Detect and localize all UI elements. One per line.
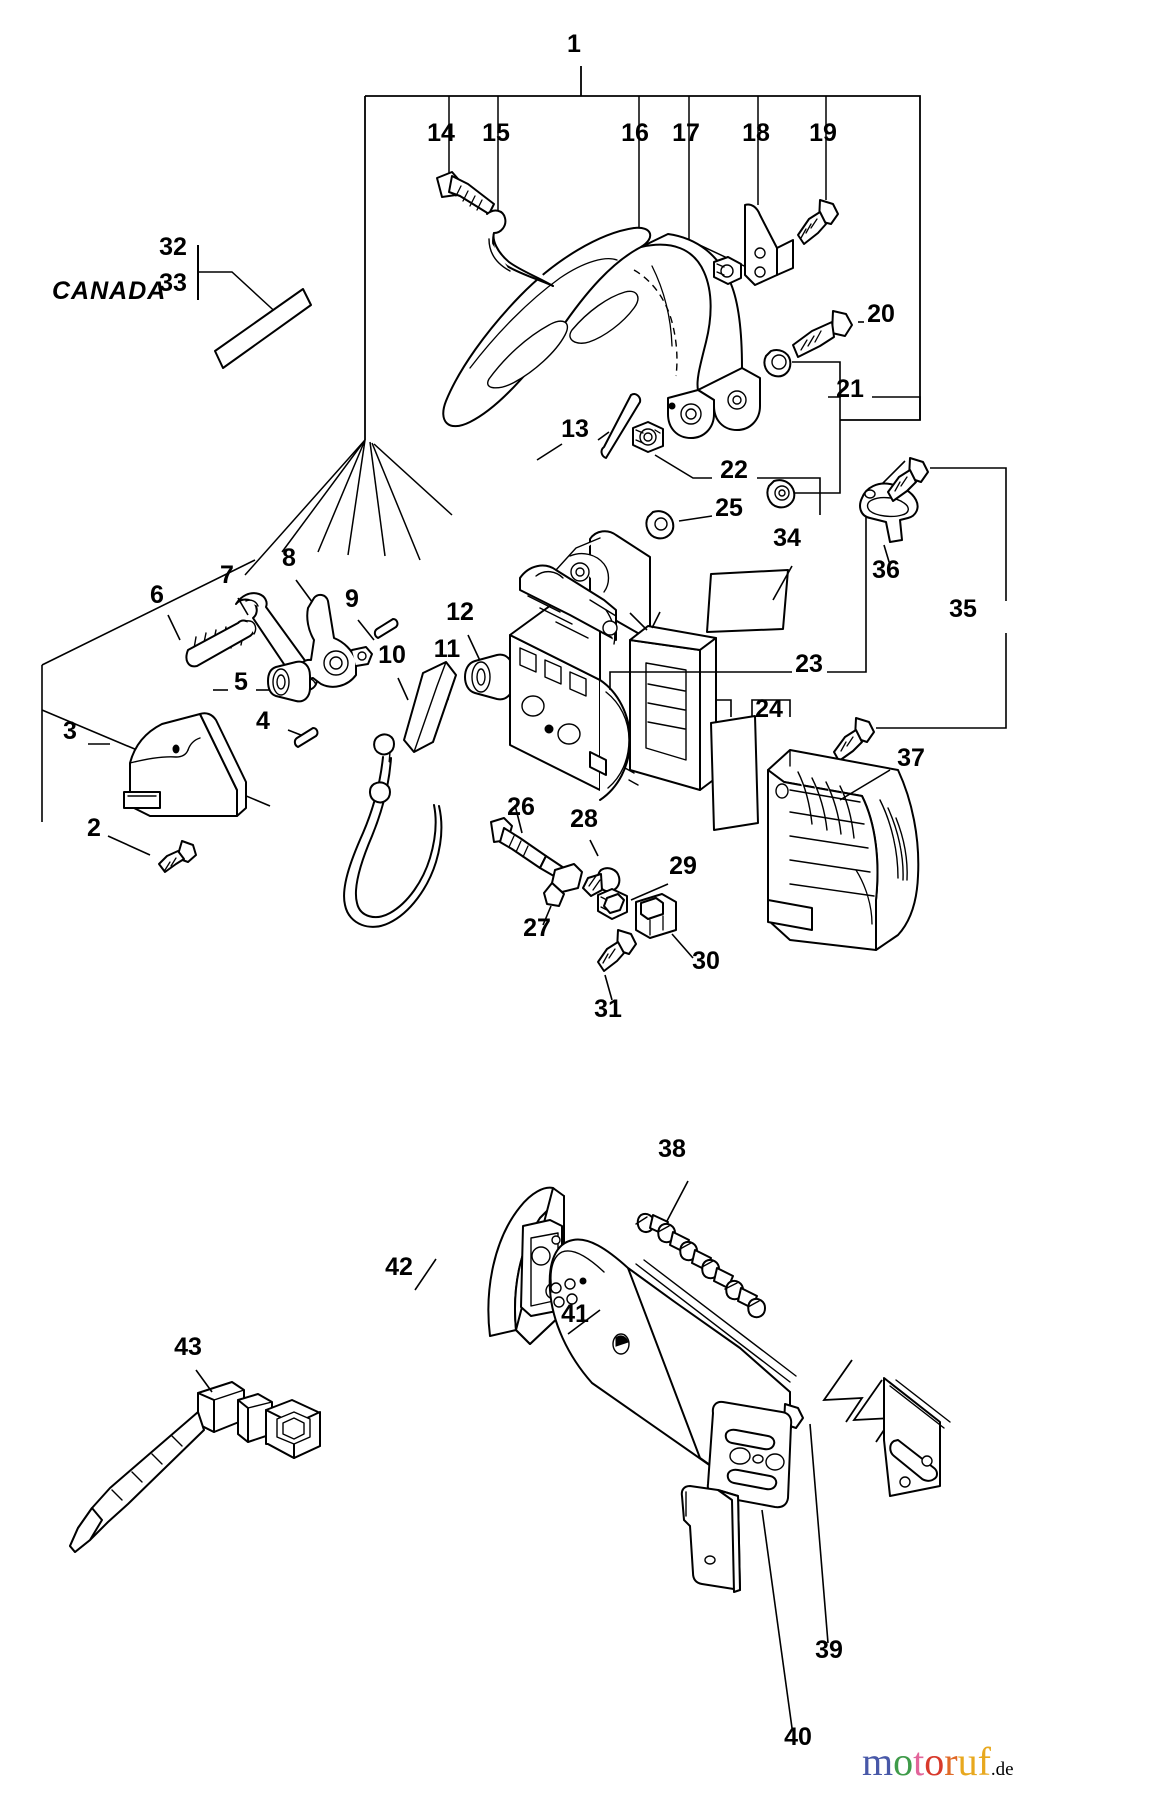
part-10-brake-band — [343, 733, 443, 928]
callout-number-1: 1 — [567, 30, 581, 58]
part-14-bolt — [436, 171, 495, 215]
callout-number-8: 8 — [282, 544, 296, 572]
part-42-bar-cover — [414, 1186, 565, 1345]
part-35-screws — [833, 457, 929, 762]
part-2-screw — [158, 840, 197, 873]
part-25-grommet — [645, 510, 713, 540]
callout-number-3: 3 — [63, 717, 77, 745]
callout-number-11: 11 — [434, 635, 461, 663]
part-40-bar-plate — [680, 1400, 793, 1729]
group-bracket-1 — [244, 66, 921, 576]
callout-number-22: 22 — [720, 456, 748, 484]
part-23-housing-assembly — [509, 530, 717, 801]
watermark-letter: r — [944, 1739, 958, 1784]
callout-number-31: 31 — [594, 995, 622, 1023]
callout-number-19: 19 — [809, 119, 837, 147]
callout-number-30: 30 — [692, 947, 720, 975]
part-22-lock-nut — [632, 421, 821, 515]
part-18-bumper-spike — [744, 203, 794, 286]
callout-number-18: 18 — [742, 119, 770, 147]
callout-number-12: 12 — [446, 598, 474, 626]
callout-number-26: 26 — [507, 793, 535, 821]
callout-number-38: 38 — [658, 1135, 686, 1163]
part-20-bolt — [792, 310, 864, 358]
watermark-letter: o — [924, 1739, 945, 1784]
part-43-wrench-tool — [69, 1369, 321, 1553]
group-bracket-21 — [792, 361, 921, 494]
watermark-letter: o — [893, 1739, 914, 1784]
part-11-pad — [403, 661, 457, 753]
part-9-pin — [373, 618, 399, 639]
callout-number-7: 7 — [220, 561, 234, 589]
part-37-cover — [767, 749, 920, 951]
callout-number-40: 40 — [784, 1723, 812, 1751]
watermark-letter: u — [957, 1739, 978, 1784]
group-bracket-23 — [609, 460, 906, 690]
part-34-decal — [706, 565, 793, 633]
callout-number-14: 14 — [427, 119, 455, 147]
part-24-gasket — [710, 699, 791, 831]
part-16-rear-handle — [442, 226, 761, 439]
watermark-letter: f — [977, 1739, 991, 1784]
callout-number-9: 9 — [345, 585, 359, 613]
callout-number-42: 42 — [385, 1253, 413, 1281]
part-19-screw — [797, 199, 839, 245]
callout-number-41: 41 — [561, 1300, 589, 1328]
callout-number-20: 20 — [867, 300, 895, 328]
part-15-brake-lever — [486, 209, 554, 287]
callout-number-5: 5 — [234, 668, 248, 696]
callout-number-29: 29 — [669, 852, 697, 880]
callout-number-37: 37 — [897, 744, 925, 772]
watermark: motoruf.de — [862, 1738, 1014, 1785]
callout-number-33: 33 — [159, 269, 187, 297]
part-38-saw-chain — [635, 1180, 766, 1319]
group-bracket-35 — [876, 467, 1007, 729]
part-30-tensioner — [635, 893, 694, 959]
callout-number-16: 16 — [621, 119, 649, 147]
callout-number-6: 6 — [150, 581, 164, 609]
part-5-bushing — [267, 660, 311, 703]
part-12-bushing — [464, 653, 514, 701]
part-3-brake-cover — [123, 712, 247, 817]
part-27-fitting — [542, 863, 583, 926]
callout-number-36: 36 — [872, 556, 900, 584]
callout-number-10: 10 — [378, 641, 406, 669]
callout-number-23: 23 — [795, 650, 823, 678]
callout-number-35: 35 — [949, 595, 977, 623]
part-6-spring — [185, 619, 257, 668]
canada-region-group: CANADA — [52, 245, 312, 369]
callout-number-39: 39 — [815, 1636, 843, 1664]
watermark-letter: m — [862, 1739, 894, 1784]
callout-number-24: 24 — [755, 695, 783, 723]
part-8-brake-lever — [299, 593, 373, 688]
callout-number-2: 2 — [87, 814, 101, 842]
callout-number-34: 34 — [773, 524, 801, 552]
watermark-suffix: .de — [990, 1759, 1014, 1780]
callout-number-43: 43 — [174, 1333, 202, 1361]
watermark-letter: t — [913, 1739, 925, 1784]
callout-number-4: 4 — [256, 707, 270, 735]
callout-number-28: 28 — [570, 805, 598, 833]
part-36-lever — [859, 482, 919, 566]
callout-number-21: 21 — [836, 375, 864, 403]
callout-number-13: 13 — [561, 415, 589, 443]
part-28-screw — [582, 839, 621, 897]
callout-number-32: 32 — [159, 233, 187, 261]
callout-number-27: 27 — [523, 914, 551, 942]
canada-label: CANADA — [52, 277, 166, 305]
part-17-nut — [713, 256, 742, 285]
part-4-pin — [293, 727, 319, 748]
callout-number-25: 25 — [715, 494, 743, 522]
part-13-pin — [536, 393, 642, 461]
part-26-bolt — [490, 804, 565, 880]
part-29-nut — [597, 883, 669, 920]
callout-number-15: 15 — [482, 119, 510, 147]
part-31-screw — [597, 929, 637, 1001]
callout-number-17: 17 — [672, 119, 700, 147]
part-21-washers — [763, 349, 796, 509]
